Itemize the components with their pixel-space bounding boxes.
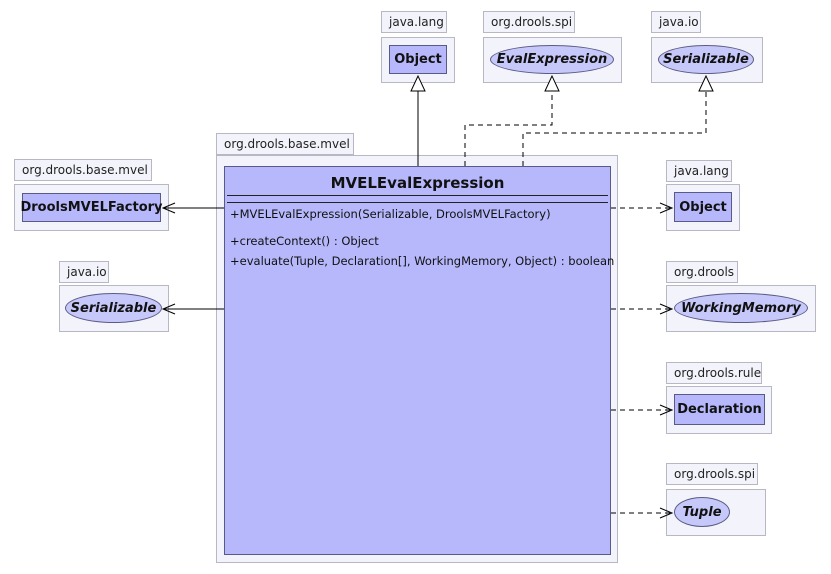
generalization-object: [410, 74, 426, 166]
package-tab-drools-spi-right: org.drools.spi: [666, 463, 758, 485]
class-object-right[interactable]: Object: [674, 192, 732, 222]
realization-serializable: [522, 74, 714, 166]
constructor: +MVELEvalExpression(Serializable, Drools…: [230, 207, 551, 221]
package-tab-base-mvel-main: org.drools.base.mvel: [216, 133, 354, 155]
dependency-working-memory: [611, 303, 674, 315]
package-tab-drools-spi-top: org.drools.spi: [483, 11, 575, 33]
method-create-context: +createContext() : Object: [230, 234, 379, 248]
dependency-object: [611, 202, 674, 214]
association-factory: [161, 202, 224, 214]
divider-attributes: [227, 195, 608, 196]
dependency-declaration: [611, 404, 674, 416]
package-tab-java-io-top: java.io: [651, 11, 701, 33]
package-tab-java-io-left: java.io: [59, 261, 109, 283]
dependency-tuple: [611, 507, 674, 519]
package-tab-drools-right: org.drools: [666, 261, 738, 283]
package-tab-base-mvel-left: org.drools.base.mvel: [14, 159, 152, 181]
class-declaration[interactable]: Declaration: [674, 394, 765, 425]
class-object-top[interactable]: Object: [389, 45, 447, 74]
package-tab-drools-rule-right: org.drools.rule: [666, 362, 762, 384]
interface-eval-expression[interactable]: EvalExpression: [490, 45, 614, 74]
class-drools-mvel-factory[interactable]: DroolsMVELFactory: [20, 193, 163, 222]
class-mvel-eval-expression[interactable]: MVELEvalExpression +MVELEvalExpression(S…: [224, 166, 615, 555]
interface-working-memory[interactable]: WorkingMemory: [674, 293, 808, 323]
realization-eval-expression: [464, 74, 560, 166]
interface-tuple[interactable]: Tuple: [674, 497, 730, 527]
method-evaluate: +evaluate(Tuple, Declaration[], WorkingM…: [230, 254, 615, 268]
package-tab-java-lang-top: java.lang: [381, 11, 447, 33]
association-serializable: [161, 303, 224, 315]
interface-serializable-left[interactable]: Serializable: [65, 293, 162, 323]
class-name: MVELEvalExpression: [330, 174, 505, 192]
interface-serializable-top[interactable]: Serializable: [658, 45, 754, 74]
package-tab-java-lang-right: java.lang: [666, 160, 732, 182]
divider-operations: [227, 202, 608, 203]
